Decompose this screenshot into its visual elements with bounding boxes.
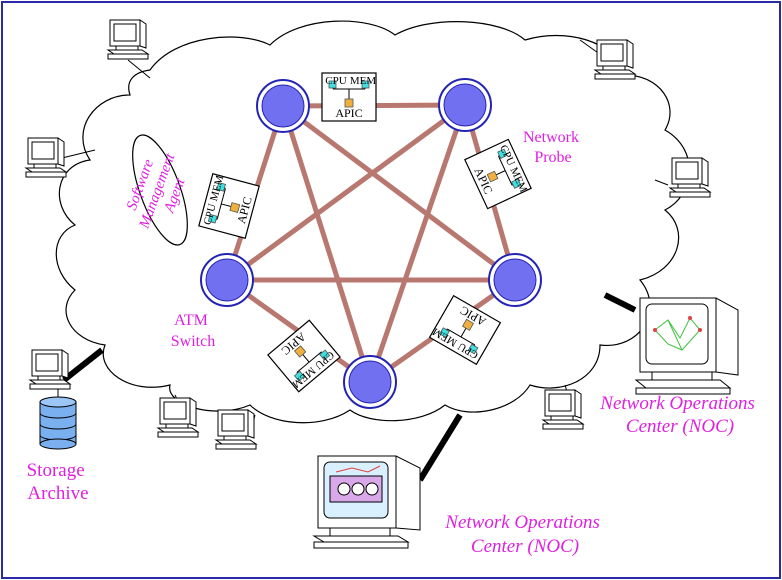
agent-oval xyxy=(132,134,188,246)
label-storage-archive: Storage Archive xyxy=(27,460,90,504)
apic-board-top: CPU MEM APIC xyxy=(321,72,377,122)
noc-workstation-bottom xyxy=(312,455,421,549)
computer-icon xyxy=(157,397,199,438)
computer-icon xyxy=(669,157,711,198)
atm-switch-right xyxy=(488,253,542,307)
noc-links xyxy=(62,292,637,482)
computer-icon xyxy=(542,389,584,430)
computer-icon xyxy=(25,137,67,178)
atm-switch-top-left xyxy=(256,79,310,133)
label-atm-switch: ATM Switch xyxy=(171,312,215,350)
computer-icon xyxy=(215,409,257,450)
network-cloud xyxy=(55,20,690,424)
label-noc-bottom: Network Operations Center (NOC) xyxy=(444,512,604,557)
apic-cpu-label: CPU xyxy=(325,75,346,87)
apic-mem-label: MEM xyxy=(350,75,377,87)
atm-switch-left xyxy=(200,253,254,307)
atm-switch-top-right xyxy=(438,78,492,132)
label-network-probe: Network Probe xyxy=(523,129,583,166)
computer-icon xyxy=(107,19,149,60)
apic-apic-label: APIC xyxy=(335,106,362,120)
computer-icon xyxy=(29,349,71,390)
apic-cpu-label: CPU xyxy=(202,202,219,226)
apic-apic-label: APIC xyxy=(234,195,255,225)
label-noc-right: Network Operations Center (NOC) xyxy=(599,393,759,437)
computer-icon xyxy=(594,39,636,80)
database-icon xyxy=(39,388,77,450)
atm-switch-bottom xyxy=(343,355,397,409)
noc-workstation-right xyxy=(634,297,739,395)
switch-links xyxy=(224,102,518,385)
